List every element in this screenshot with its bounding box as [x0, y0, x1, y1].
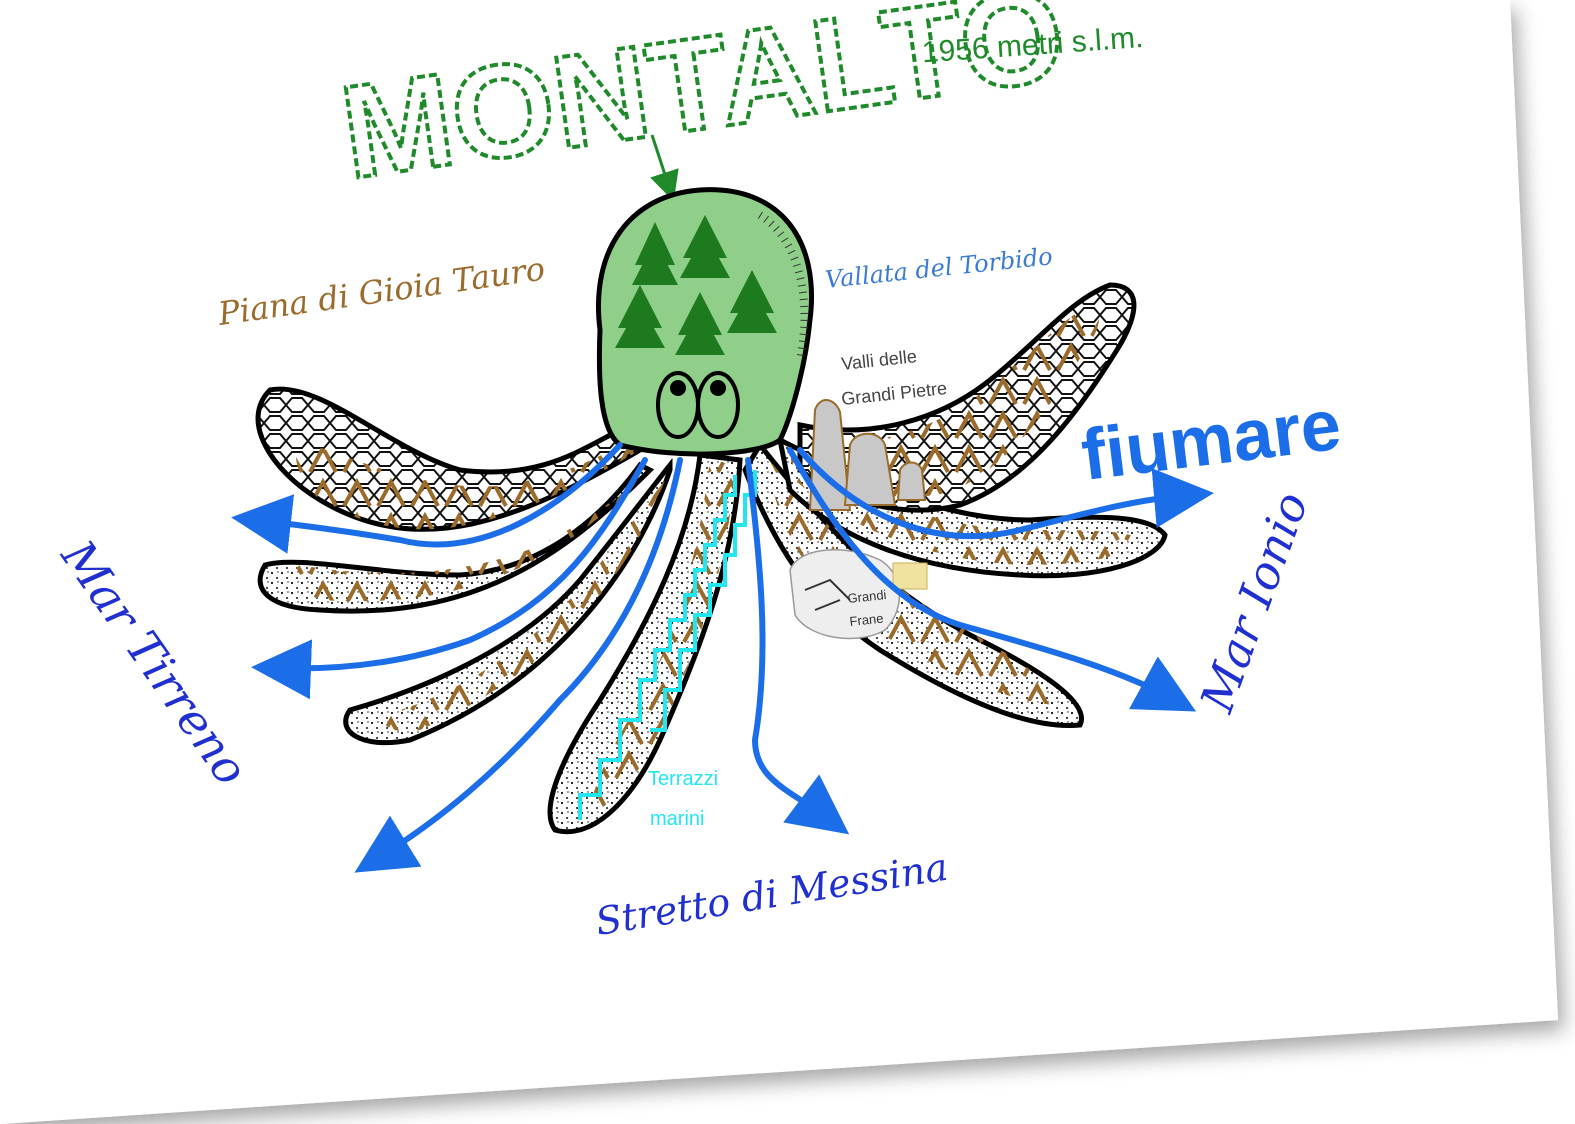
- stone-small: [898, 463, 925, 501]
- terrazzi-label-2: marini: [650, 808, 704, 830]
- tree-sign-icon: [893, 563, 927, 589]
- terrazzi-label-1: Terrazzi: [648, 768, 718, 790]
- octopus-head: [598, 190, 811, 454]
